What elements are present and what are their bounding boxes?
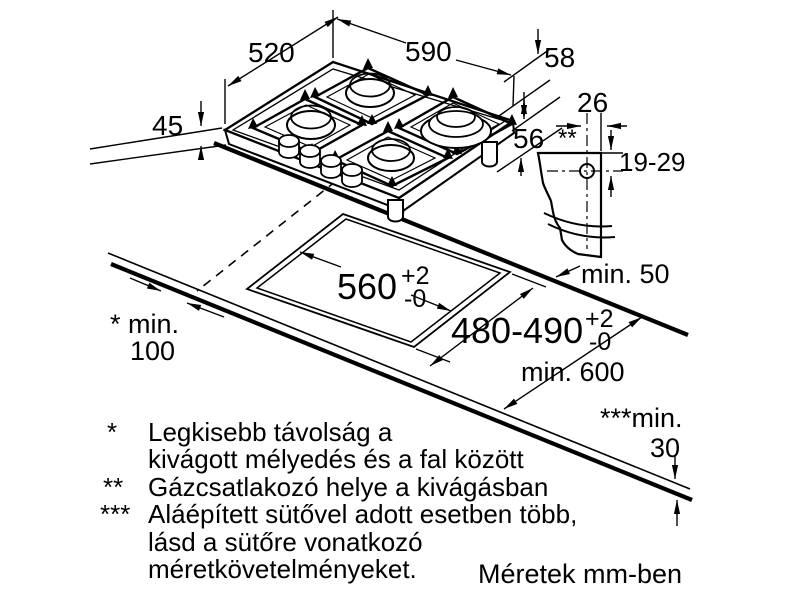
dim-gas-offset-x-label: 26 — [577, 87, 608, 118]
dim-side-clearance-label: * min. — [110, 309, 179, 339]
dim-gas-offset-y-label: 19-29 — [619, 147, 686, 177]
dim-worktop-thickness-label: ***min. — [600, 403, 683, 433]
burner-front — [367, 138, 415, 172]
legend-marker-1: * — [107, 417, 117, 447]
dim-hob-depth: 520 — [224, 10, 339, 124]
dim-rear-clearance-label: min. 50 — [581, 259, 670, 289]
burner-wok — [420, 106, 492, 149]
dim-worktop-thickness: ***min. 30 — [600, 403, 683, 526]
legend-item-3-line-2: lásd a sütőre vonatkozó — [148, 527, 423, 557]
dim-edge-offsets: 58 56 — [495, 29, 575, 176]
dim-cutout-width-label: 560 — [337, 266, 397, 307]
dim-side-clearance: * min. 100 — [110, 277, 225, 366]
dim-side-clearance-value: 100 — [130, 336, 175, 366]
burner-front-cap — [371, 138, 411, 162]
dim-rear-clearance: min. 50 — [555, 259, 670, 289]
hob-leg-front — [387, 199, 404, 223]
control-knobs — [278, 134, 363, 188]
hob-leg-right — [481, 141, 498, 168]
worktop-front-edge — [107, 252, 693, 502]
wall-edge — [213, 141, 689, 337]
dim-cutout-width: 560 +2 -0 — [299, 251, 452, 313]
burner-wok-cap — [436, 106, 476, 128]
burner-back-cap — [349, 72, 391, 98]
legend-item-3-line-1: Aláépített sütővel adott esetben több, — [148, 499, 577, 529]
dim-cutout-depth-sub: -0 — [589, 328, 611, 356]
burner-left — [286, 104, 336, 140]
dim-worktop-depth: min. 600 — [503, 316, 643, 410]
legend-marker-2: ** — [103, 472, 123, 502]
dim-edge-offset-b-label: 56 — [513, 123, 544, 154]
worktop-side-profile — [536, 151, 603, 259]
legend-item-1-line-2: kivágott mélyedés és a fal között — [148, 444, 525, 474]
legend: * Legkisebb távolság a kivágott mélyedés… — [100, 417, 682, 589]
dim-cutout-width-sup: +2 — [401, 262, 430, 290]
legend-item-3-line-3: méretkövetelményeket. — [148, 554, 417, 584]
gas-marker: ** — [558, 125, 577, 152]
legend-item-1-line-1: Legkisebb távolság a — [148, 417, 393, 447]
dim-cutout-depth-label: 480-490 — [451, 310, 583, 351]
cutout-opening — [245, 212, 512, 349]
dim-hob-height: 45 — [89, 101, 227, 165]
dim-hob-depth-label: 520 — [248, 37, 295, 68]
hob-projection-dashed-line — [196, 180, 337, 292]
gas-connection-detail: 26 ** 19-29 — [536, 87, 686, 259]
dim-hob-width-label: 590 — [405, 36, 452, 67]
dim-worktop-thickness-value: 30 — [650, 433, 680, 463]
dim-edge-offset-a-label: 58 — [544, 42, 575, 73]
legend-item-2-line-1: Gázcsatlakozó helye a kivágásban — [148, 472, 548, 502]
units-note: Méretek mm-ben — [478, 559, 682, 589]
dim-cutout-width-sub: -0 — [404, 285, 426, 313]
dim-hob-width: 590 — [336, 18, 515, 107]
burner-back — [345, 72, 395, 108]
burner-left-cap — [290, 104, 332, 130]
dim-worktop-depth-label: min. 600 — [521, 357, 625, 387]
legend-marker-3: *** — [100, 499, 130, 529]
hob — [222, 58, 517, 223]
dim-hob-height-label: 45 — [152, 110, 183, 141]
